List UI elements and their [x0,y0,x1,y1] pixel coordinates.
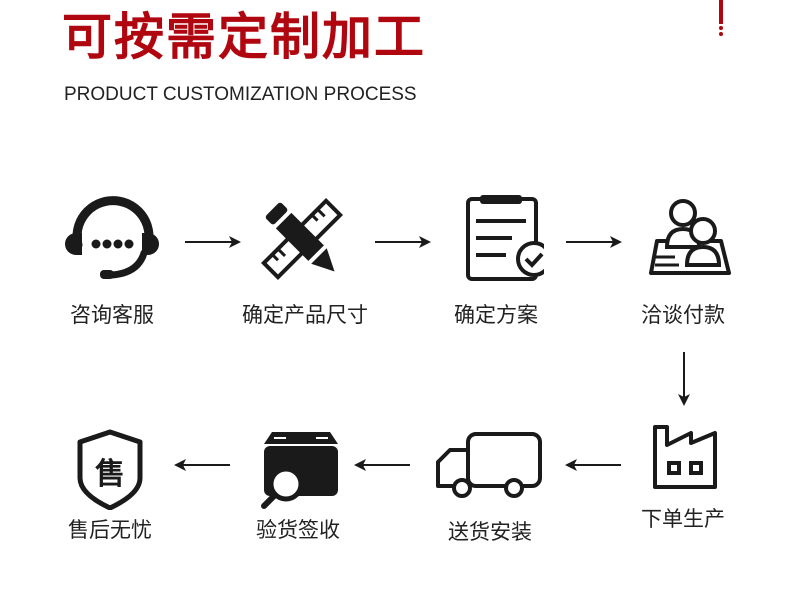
step-inspect-receive: 验货签收 [238,428,358,544]
arrow-down-icon [678,352,690,406]
step-confirm-plan: 确定方案 [436,193,556,329]
step-production: 下单生产 [623,423,743,533]
page-title: 可按需定制加工 [62,8,426,66]
step-label: 确定方案 [454,303,538,327]
step-confirm-size: 确定产品尺寸 [242,193,368,329]
page-subtitle: PRODUCT CUSTOMIZATION PROCESS [64,84,417,105]
step-label: 下单生产 [641,507,725,531]
step-label: 送货安装 [448,520,532,544]
arrow-left-icon [174,459,230,471]
step-label: 洽谈付款 [641,303,725,327]
step-delivery: 送货安装 [430,430,550,546]
step-label: 验货签收 [256,518,340,542]
arrow-left-icon [565,459,621,471]
factory-icon [653,425,717,489]
clipboard-check-icon [466,195,544,281]
shield-badge-text: 售 [95,457,125,492]
accent-bar [719,0,723,24]
step-label: 售后无忧 [68,518,152,542]
arrow-right-icon [375,236,431,248]
step-label: 确定产品尺寸 [242,303,368,327]
box-inspect-icon [261,432,338,509]
arrow-left-icon [354,459,410,471]
step-negotiate-payment: 洽谈付款 [623,193,743,329]
accent-dot [719,32,723,36]
step-consult: 咨询客服 [52,193,172,329]
truck-icon [436,432,542,498]
shield-after-sales-icon: 售 [77,429,143,510]
arrow-right-icon [185,236,241,248]
step-label: 咨询客服 [70,303,154,327]
meeting-people-icon [649,199,731,275]
step-after-sales: 售 售后无忧 [50,428,170,544]
headset-icon [65,196,159,279]
pencil-ruler-icon [260,197,344,281]
arrow-right-icon [566,236,622,248]
accent-dot [719,26,723,30]
